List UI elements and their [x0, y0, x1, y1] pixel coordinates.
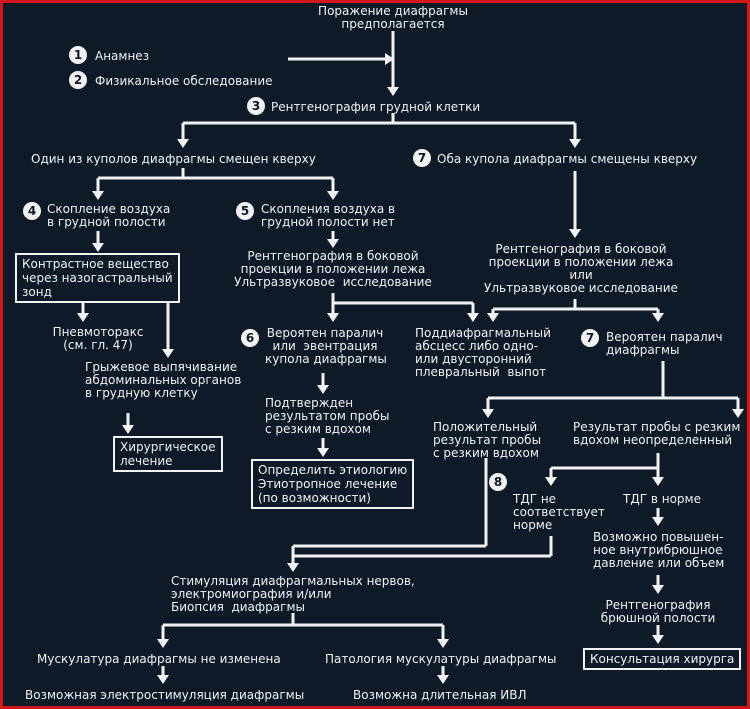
arrowhead	[122, 425, 134, 434]
step-number-3: 3	[247, 97, 265, 115]
arrowhead	[437, 675, 449, 684]
node-nerve-stimulation: Стимуляция диафрагмальных нервов, электр…	[171, 574, 415, 614]
arrowhead	[92, 191, 104, 200]
arrowhead	[162, 349, 174, 358]
arrowhead	[652, 313, 664, 322]
arrowhead	[652, 585, 664, 594]
step-number-7-top: 7	[413, 149, 431, 167]
node-paralysis-or-eventration: Вероятен паралич или эвентрация купола д…	[265, 326, 387, 366]
arrowhead	[317, 385, 329, 394]
node-both-domes-raised: Оба купола диафрагмы смещены кверху	[437, 152, 698, 166]
node-long-ventilation: Возможна длительная ИВЛ	[353, 688, 527, 702]
arrowhead	[177, 139, 189, 148]
node-uncertain-sniff-test: Результат пробы с резким вдохом неопреде…	[573, 420, 741, 447]
flowchart-connectors	[77, 31, 744, 684]
node-one-dome-raised: Один из куполов диафрагмы смещен кверху	[31, 152, 316, 166]
arrowhead	[652, 517, 664, 526]
step-number-8: 8	[489, 473, 507, 491]
box-surgeon-consult: Консультация хирурга	[583, 648, 742, 670]
node-pneumothorax: Пневмоторакс (см. гл. 47)	[52, 325, 144, 352]
box-surgery: Хирургическое лечение	[113, 436, 223, 472]
step-number-4: 4	[23, 202, 41, 220]
arrowhead	[569, 139, 581, 148]
step-number-7: 7	[581, 329, 599, 347]
node-anamnesis: Анамнез	[95, 49, 150, 63]
arrowhead	[385, 53, 394, 65]
arrowhead	[157, 675, 169, 684]
step-number-1: 1	[69, 46, 87, 64]
arrowhead	[487, 313, 499, 322]
node-title: Поражение диафрагмы предполагается	[318, 4, 468, 31]
arrowhead	[327, 191, 339, 200]
node-abdominal-pressure: Возможно повышен- ное внутрибрюшное давл…	[593, 530, 725, 570]
arrowhead	[92, 243, 104, 252]
node-physical-exam: Физикальное обследование	[95, 74, 273, 88]
arrowhead	[317, 448, 329, 457]
node-abdominal-xray: Рентгенография брюшной полости	[600, 598, 716, 625]
node-positive-sniff-test: Положительный результат пробы с резким в…	[433, 420, 542, 460]
node-confirmed-sniff-test: Подтвержден результатом пробы с резким в…	[265, 396, 390, 436]
node-tdg-abnormal: ТДГ не соответствует норме	[513, 492, 605, 532]
node-lateral-xray-right: Рентгенография в боковой проекции в поло…	[484, 242, 678, 295]
arrowhead	[327, 313, 339, 322]
arrowhead	[732, 409, 744, 418]
arrowhead	[387, 87, 399, 96]
node-hernia: Грыжевое выпячивание абдоминальных орган…	[85, 360, 242, 400]
arrowhead	[482, 409, 494, 418]
step-number-5: 5	[236, 202, 254, 220]
arrowhead	[652, 477, 664, 486]
arrowhead	[157, 639, 169, 648]
node-muscle-pathology: Патология мускулатуры диафрагмы	[325, 652, 557, 666]
node-no-air-in-chest: Скопления воздуха в грудной полости нет	[261, 202, 396, 229]
node-subphrenic-abscess: Поддиафрагмальный абсцесс либо одно- или…	[415, 326, 551, 379]
node-chest-xray: Рентгенография грудной клетки	[271, 100, 481, 114]
node-electrostimulation: Возможная электростимуляция диафрагмы	[25, 688, 305, 702]
node-muscle-normal: Мускулатура диафрагмы не изменена	[37, 652, 281, 666]
node-air-in-chest: Скопление воздуха в грудной полости	[47, 202, 171, 229]
arrowhead	[327, 239, 339, 248]
arrowhead	[437, 639, 449, 648]
arrowhead	[569, 229, 581, 238]
arrowhead	[287, 563, 299, 572]
step-number-2: 2	[69, 71, 87, 89]
box-contrast-agent: Контрастное вещество через назогастральн…	[15, 253, 180, 303]
arrowhead	[652, 635, 664, 644]
box-etiology: Определить этиологию Этиотропное лечение…	[251, 459, 415, 509]
node-tdg-normal: ТДГ в норме	[623, 492, 701, 506]
node-lateral-xray-left: Рентгенография в боковой проекции в поло…	[234, 249, 432, 289]
step-number-6: 6	[241, 329, 259, 347]
arrowhead	[77, 313, 89, 322]
arrowhead	[467, 313, 479, 322]
node-paralysis-diaphragm: Вероятен паралич диафрагмы	[606, 330, 723, 357]
arrowhead	[545, 477, 557, 486]
